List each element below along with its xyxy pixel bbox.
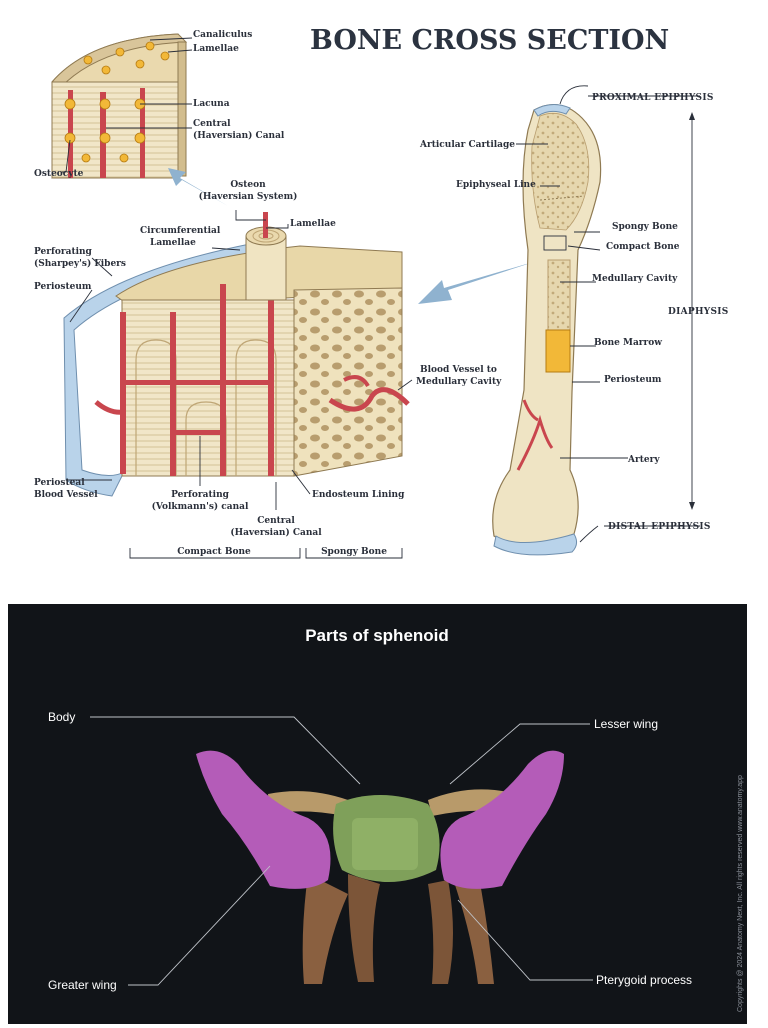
label-volkmann-1: Perforating <box>171 490 230 500</box>
label-pterygoid-process: Pterygoid process <box>596 973 692 987</box>
label-compact-bone: Compact Bone <box>606 242 680 252</box>
label-articular-cartilage: Articular Cartilage <box>419 140 515 150</box>
label-medullary-cavity: Medullary Cavity <box>592 274 678 284</box>
arrow-to-block-icon <box>418 260 540 304</box>
sphenoid-bone <box>196 750 564 984</box>
sphenoid-leader-lines <box>90 716 593 986</box>
label-spongy-bone-bracket: Spongy Bone <box>321 547 387 557</box>
label-lamellae: Lamellae <box>290 219 336 229</box>
label-lesser-wing: Lesser wing <box>594 717 658 731</box>
leader-lines <box>62 37 700 559</box>
bone-cross-section-panel: BONE CROSS SECTION <box>34 25 729 559</box>
label-lamellae-top: Lamellae <box>193 44 239 54</box>
sphenoid-panel: Parts of sphenoid Body Lesser wing Great… <box>8 604 747 1024</box>
label-epiphyseal-line: Epiphyseal Line <box>456 180 536 190</box>
label-greater-wing: Greater wing <box>48 978 117 992</box>
label-bone-marrow: Bone Marrow <box>594 338 662 348</box>
label-osteocyte: Osteocyte <box>34 169 84 179</box>
label-diaphysis: DIAPHYSIS <box>668 307 729 317</box>
label-circumferential-2: Lamellae <box>150 238 196 248</box>
label-periosteal-vessel-1: Periosteal <box>34 478 85 488</box>
label-volkmann-2: (Volkmann's) canal <box>152 501 249 512</box>
label-circumferential-1: Circumferential <box>140 226 221 236</box>
label-proximal-epiphysis: PROXIMAL EPIPHYSIS <box>592 93 714 103</box>
label-endosteum: Endosteum Lining <box>312 490 405 500</box>
label-blood-vessel-1: Blood Vessel to <box>420 365 497 375</box>
label-body: Body <box>48 710 75 724</box>
label-compact-bone-bracket: Compact Bone <box>177 547 251 557</box>
label-distal-epiphysis: DISTAL EPIPHYSIS <box>608 522 711 532</box>
label-perforating-fibers-1: Perforating <box>34 247 93 257</box>
label-central-canal-top-1: Central <box>193 119 231 129</box>
label-osteon-1: Osteon <box>230 180 266 190</box>
bone-cross-section-diagram: BONE CROSS SECTION <box>34 25 729 559</box>
copyright-text: Copyrights @ 2024 Anatomy Next, Inc. All… <box>737 775 744 1012</box>
label-canaliculus: Canaliculus <box>193 30 252 40</box>
bone-cross-section-title: BONE CROSS SECTION <box>310 25 669 56</box>
label-osteon-2: (Haversian System) <box>199 191 298 202</box>
label-periosteal-vessel-2: Blood Vessel <box>34 490 98 500</box>
sphenoid-title: Parts of sphenoid <box>305 626 449 645</box>
label-central-canal-bottom-1: Central <box>257 516 295 526</box>
osteon-detail-block <box>51 33 188 179</box>
label-blood-vessel-2: Medullary Cavity <box>416 377 502 387</box>
arrow-to-osteon-icon <box>168 168 228 206</box>
label-lacuna: Lacuna <box>193 99 230 109</box>
label-periosteum-left: Periosteum <box>34 282 92 292</box>
sphenoid-diagram: Parts of sphenoid Body Lesser wing Great… <box>48 626 744 1012</box>
label-central-canal-top-2: (Haversian) Canal <box>193 130 285 141</box>
label-artery: Artery <box>627 455 660 465</box>
label-periosteum-right: Periosteum <box>604 375 662 385</box>
compact-spongy-block <box>63 212 410 497</box>
label-perforating-fibers-2: (Sharpey's) Fibers <box>34 258 126 269</box>
long-bone <box>492 85 695 556</box>
label-spongy-bone: Spongy Bone <box>612 222 678 232</box>
label-central-canal-bottom-2: (Haversian) Canal <box>230 527 322 538</box>
